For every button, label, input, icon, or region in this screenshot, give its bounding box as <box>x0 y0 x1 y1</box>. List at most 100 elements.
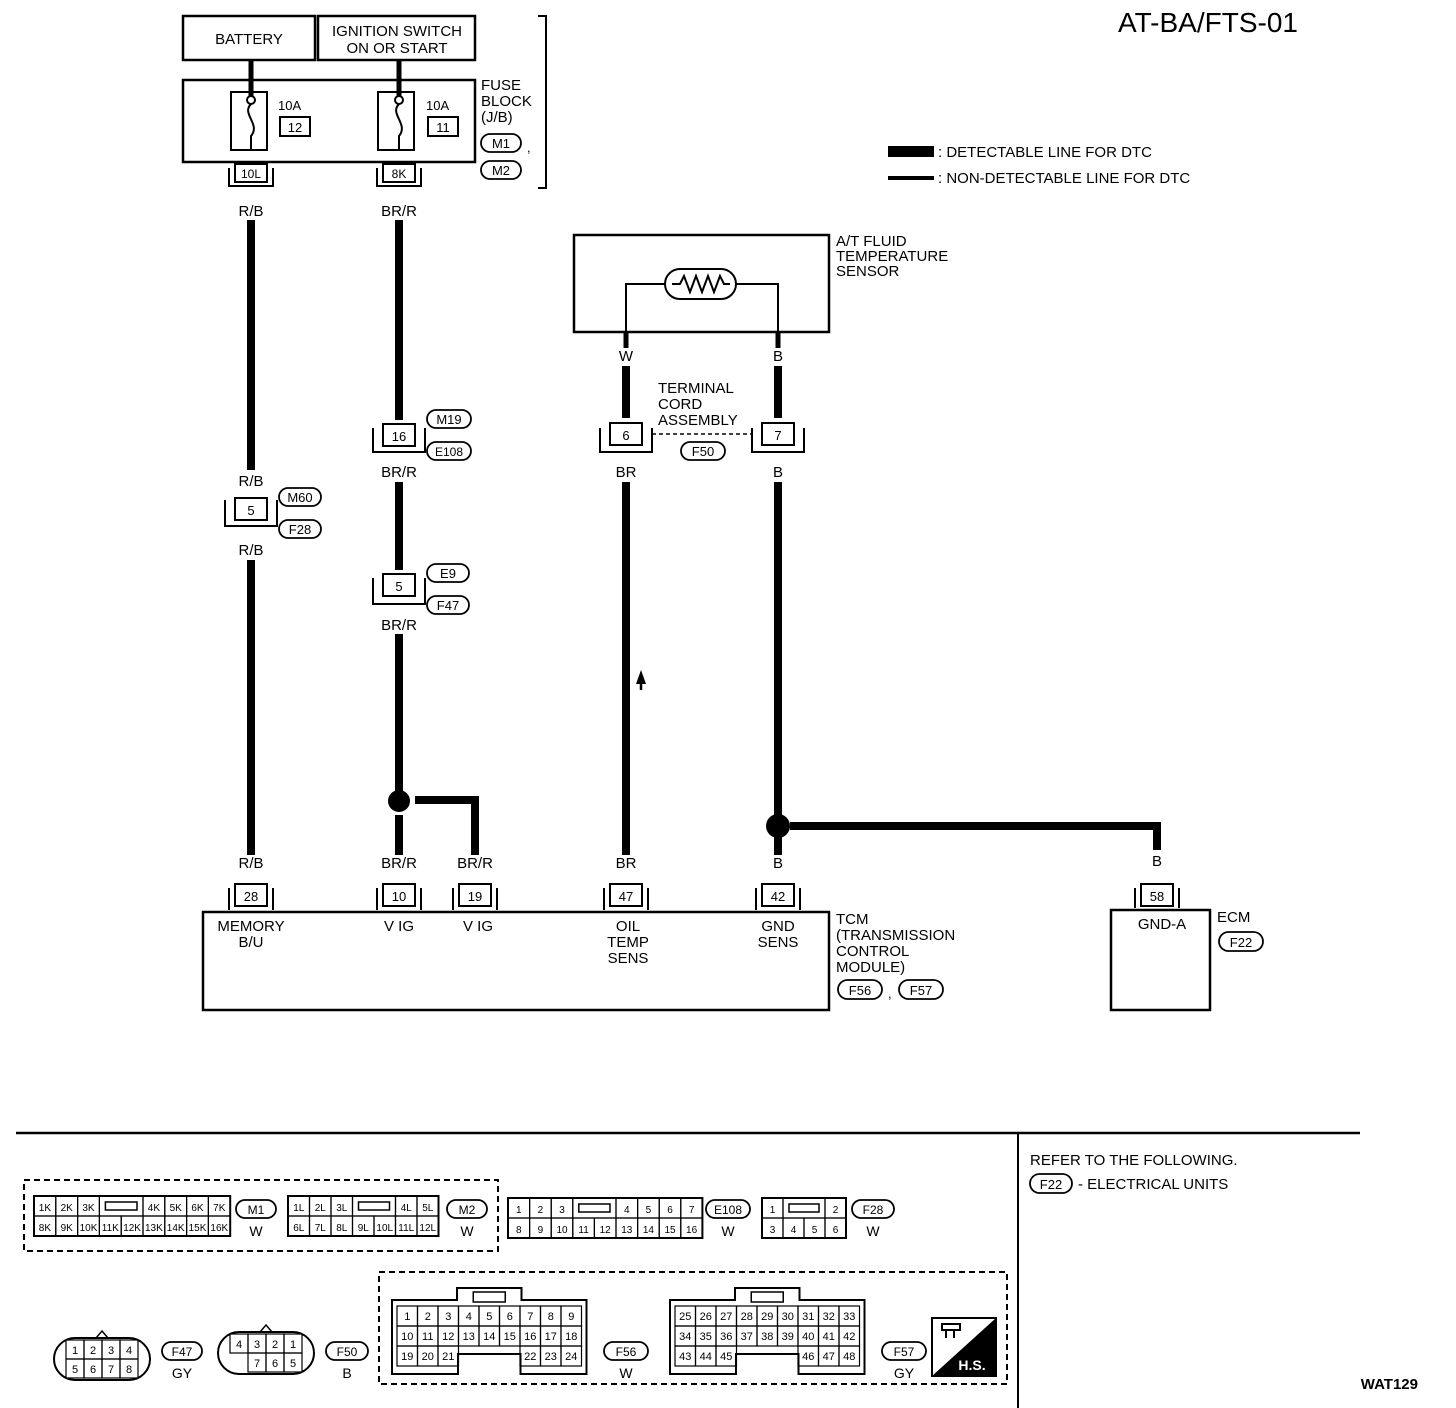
m1-pin-7K: 7K <box>213 1203 226 1214</box>
connector-view-m1-tag <box>235 1199 277 1219</box>
m1-pin-4K: 4K <box>148 1203 161 1214</box>
e108-pin-1: 1 <box>516 1205 522 1216</box>
tcm-pin-19: 19 <box>468 889 482 904</box>
connector-view-f56-name: F56 <box>616 1345 637 1359</box>
connector-view-m1-color: W <box>249 1223 263 1239</box>
connector-m60-f28: R/B 5 M60 F28 R/B <box>224 473 322 559</box>
f56-pin-21: 21 <box>442 1351 454 1363</box>
e108-pin-16: 16 <box>686 1225 698 1236</box>
e108-pin-3: 3 <box>559 1205 565 1216</box>
m2-pin-4L: 4L <box>401 1203 413 1214</box>
f57-pin-25: 25 <box>679 1311 691 1323</box>
f56-pin-7: 7 <box>527 1311 533 1323</box>
connector-view-f28-name: F28 <box>863 1203 884 1217</box>
m1-pin-2K: 2K <box>61 1203 74 1214</box>
e108-pin-7: 7 <box>689 1205 695 1216</box>
wire-label-b-top: B <box>773 348 783 365</box>
e108-pin-2: 2 <box>538 1205 544 1216</box>
fuse-1-number: 12 <box>288 120 302 135</box>
e108-pin-4: 4 <box>624 1205 630 1216</box>
f56-pin-15: 15 <box>504 1331 516 1343</box>
f50-pin-2: 2 <box>272 1339 278 1351</box>
f50-pin-4: 4 <box>236 1339 242 1351</box>
f57-pin-42: 42 <box>843 1331 855 1343</box>
terminal-10L: 10L <box>228 163 274 187</box>
f57-pin-27: 27 <box>720 1311 732 1323</box>
terminal-cord-label-3: ASSEMBLY <box>658 412 738 429</box>
m2-pin-2L: 2L <box>315 1203 327 1214</box>
connector-view-e108-color: W <box>721 1223 735 1239</box>
harness-side-icon: H.S. <box>931 1317 997 1377</box>
f57-pin-41: 41 <box>823 1331 835 1343</box>
connector-f50-label: F50 <box>692 444 714 459</box>
tcm-conn-f56: F56 <box>849 983 871 998</box>
f50-pin-3: 3 <box>254 1339 260 1351</box>
tcm-conn-sep: , <box>888 986 892 1001</box>
f47-pin-8: 8 <box>126 1364 132 1376</box>
f56-pin-1: 1 <box>404 1311 410 1323</box>
m2-pin-7L: 7L <box>315 1223 327 1234</box>
wire-label-rb-3: R/B <box>238 542 263 559</box>
f47-pin-3: 3 <box>108 1345 114 1357</box>
wire-label-brr-3: BR/R <box>381 617 417 634</box>
connector-m60-pin: 5 <box>247 503 254 518</box>
f57-pin-33: 33 <box>843 1311 855 1323</box>
m2-pin-9L: 9L <box>358 1223 370 1234</box>
f57-pin-38: 38 <box>761 1331 773 1343</box>
connector-view-m2-tag <box>446 1199 488 1219</box>
f50-pin-5: 5 <box>290 1358 296 1370</box>
fuse-block-conn-m1-label: M1 <box>492 136 510 151</box>
fluid-temp-sensor <box>572 233 831 334</box>
ecm-name: ECM <box>1217 909 1250 926</box>
f56-pin-5: 5 <box>486 1311 492 1323</box>
wire-label-br-2: BR <box>616 464 637 481</box>
ignition-label-1: IGNITION SWITCH <box>332 23 462 40</box>
f56-pin-12: 12 <box>442 1331 454 1343</box>
connector-e9-f47: 5 E9 F47 BR/R <box>372 563 470 634</box>
f56-pin-24: 24 <box>565 1351 577 1363</box>
connector-view-e108-name: E108 <box>714 1203 742 1217</box>
m1-pin-15K: 15K <box>189 1223 207 1234</box>
connector-view-m2-color: W <box>460 1223 474 1239</box>
tcm-pin-28-label-1: MEMORY <box>217 918 284 935</box>
f56-pin-23: 23 <box>545 1351 557 1363</box>
m2-pin-5L: 5L <box>422 1203 434 1214</box>
wires <box>247 220 1161 855</box>
connector-f47-label: F47 <box>437 598 459 613</box>
connector-view-f57-tag <box>881 1341 927 1361</box>
tcm-pin-47-label-2: TEMP <box>607 934 649 951</box>
e108-pin-10: 10 <box>556 1225 568 1236</box>
f56-pin-16: 16 <box>524 1331 536 1343</box>
fuse-bracket <box>538 15 547 189</box>
f47-pin-7: 7 <box>108 1364 114 1376</box>
wire-label-brr-2: BR/R <box>381 464 417 481</box>
f57-pin-45: 45 <box>720 1351 732 1363</box>
wire-label-br-3: BR <box>616 855 637 872</box>
tcm-pin-42-label-1: GND <box>761 918 795 935</box>
ecm-pin-58: 58 <box>1150 889 1164 904</box>
f56-pin-2: 2 <box>425 1311 431 1323</box>
f57-pin-29: 29 <box>761 1311 773 1323</box>
m1-pin-11K: 11K <box>102 1223 119 1234</box>
legend-thin-swatch <box>888 176 934 180</box>
m1-pin-6K: 6K <box>191 1203 204 1214</box>
connector-f50-pin-6: 6 <box>622 428 629 443</box>
f57-pin-31: 31 <box>802 1311 814 1323</box>
sensor-label-1: A/T FLUID <box>836 233 907 250</box>
connector-view-f47-tag <box>161 1341 203 1361</box>
f57-pin-43: 43 <box>679 1351 691 1363</box>
fuse-block-label-1: FUSE <box>481 77 521 94</box>
e108-pin-13: 13 <box>621 1225 633 1236</box>
connector-f50-pin-7: 7 <box>774 428 781 443</box>
wire-label-w: W <box>619 348 634 365</box>
f28-pin-4: 4 <box>791 1225 797 1236</box>
tcm-pin-28: 28 <box>244 889 258 904</box>
m1-pin-3K: 3K <box>82 1203 95 1214</box>
legend-detectable: : DETECTABLE LINE FOR DTC <box>938 144 1152 161</box>
connector-e108-label: E108 <box>435 445 463 459</box>
m1-pin-9K: 9K <box>61 1223 74 1234</box>
f47-pin-1: 1 <box>72 1345 78 1357</box>
fuse-2 <box>377 91 415 151</box>
